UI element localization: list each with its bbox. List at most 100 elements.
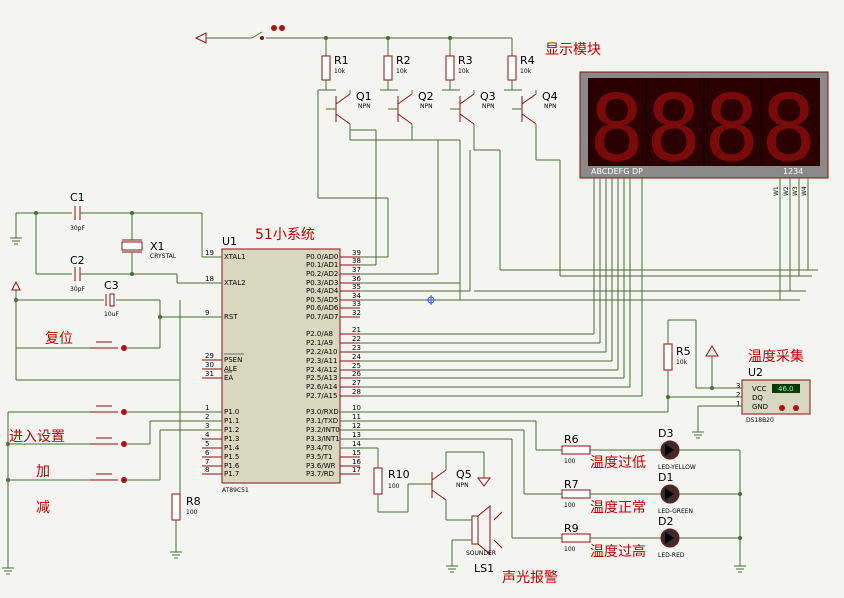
- mcu-pin-label: P2.1/A9: [306, 339, 333, 347]
- svg-text:U2: U2: [748, 366, 763, 379]
- sensor-up-icon: [793, 405, 799, 411]
- svg-text:AT89C51: AT89C51: [222, 487, 249, 494]
- svg-text:100: 100: [186, 509, 198, 516]
- mcu-pin-number: 30: [205, 361, 214, 369]
- power-switch-icon: [251, 31, 263, 39]
- mcu-pin-label: P3.4/T0: [306, 444, 332, 452]
- mcu-pin-number: 6: [205, 449, 210, 457]
- mcu-pin-number: 24: [352, 353, 361, 361]
- reset-circuit: C3 10uF R8 100: [11, 279, 222, 559]
- mcu-pin-label: P0.5/AD5: [306, 296, 338, 304]
- mcu-u1: U1 AT89C51 XTAL119XTAL218RST9PSEN29ALE30…: [202, 235, 361, 494]
- mcu-pin-label: P3.7/RD: [306, 470, 334, 478]
- svg-text:NPN: NPN: [420, 103, 433, 110]
- mcu-pin-number: 27: [352, 379, 361, 387]
- mcu-pin-number: 7: [205, 458, 209, 466]
- seven-segment-display: 8 8 8 8 ABCDEFG DP 1234 W1 W2 W3 W4: [579, 71, 829, 196]
- mcu-pin-label: RST: [224, 313, 238, 321]
- svg-text:D2: D2: [658, 515, 673, 528]
- svg-text:W4: W4: [801, 186, 808, 196]
- mcu-pin-label: P2.3/A11: [306, 357, 337, 365]
- mcu-pin-label: P3.5/T1: [306, 453, 332, 461]
- digit-2: 8: [646, 75, 701, 182]
- mcu-pin-number: 29: [205, 352, 214, 360]
- mcu-pin-label: P1.0: [224, 408, 239, 416]
- mcu-pin-label: P1.1: [224, 417, 239, 425]
- probe-marker: [426, 295, 436, 305]
- mcu-pin-label: P0.1/AD1: [306, 261, 338, 269]
- svg-text:W2: W2: [783, 186, 790, 196]
- svg-text:10k: 10k: [520, 68, 532, 75]
- mcu-pin-label: P1.7: [224, 470, 239, 478]
- mcu-pin-number: 28: [352, 388, 361, 396]
- svg-text:U1: U1: [222, 235, 237, 248]
- svg-text:R9: R9: [564, 522, 579, 535]
- mcu-pin-number: 17: [352, 466, 361, 474]
- mcu-pin-label: XTAL1: [224, 253, 246, 261]
- svg-text:R8: R8: [186, 495, 201, 508]
- mcu-pin-number: 11: [352, 413, 361, 421]
- svg-text:R1: R1: [334, 54, 349, 67]
- mcu-pin-label: PSEN: [224, 356, 242, 364]
- svg-text:100: 100: [388, 483, 400, 490]
- mcu-pin-label: P0.6/AD6: [306, 304, 339, 312]
- temp-low-label: 温度过低: [590, 455, 646, 471]
- svg-text:R4: R4: [520, 54, 535, 67]
- mcu-pin-number: 14: [352, 440, 361, 448]
- digit-4: 8: [761, 75, 816, 182]
- plus-label: 加: [36, 464, 50, 480]
- svg-text:D3: D3: [658, 427, 673, 440]
- mcu-pin-number: 9: [205, 309, 209, 317]
- mcu-pin-label: P1.3: [224, 435, 239, 443]
- svg-text:30pF: 30pF: [70, 286, 85, 293]
- svg-text:10k: 10k: [458, 68, 470, 75]
- mcu-pin-number: 12: [352, 422, 361, 430]
- svg-text:LS1: LS1: [474, 562, 494, 575]
- temp-acquire-label: 温度采集: [748, 348, 804, 365]
- power-rail: [194, 25, 512, 44]
- mcu-pin-number: 31: [205, 370, 214, 378]
- mcu-pin-number: 18: [205, 275, 214, 283]
- led-indicators: R6 100 D3 LED-YELLOW R7 100 D1 LED-GREEN…: [340, 420, 746, 573]
- mcu-pin-number: 23: [352, 344, 361, 352]
- svg-text:CRYSTAL: CRYSTAL: [150, 253, 177, 260]
- svg-text:X1: X1: [150, 240, 165, 253]
- mcu-pin-label: P0.7/AD7: [306, 313, 338, 321]
- mcu-pin-label: P2.6/A14: [306, 383, 338, 391]
- svg-text:LED-YELLOW: LED-YELLOW: [658, 464, 696, 471]
- driver-r2: R2 10k: [383, 38, 411, 90]
- digit-1: 8: [589, 75, 644, 182]
- mcu-pin-label: P0.3/AD3: [306, 279, 338, 287]
- mcu-pin-number: 37: [352, 266, 361, 274]
- mcu-left-pins: XTAL119XTAL218RST9PSEN29ALE30EA31P1.01P1…: [202, 249, 246, 478]
- mcu-pin-label: P3.2/INT0: [306, 426, 340, 434]
- minus-label: 减: [36, 500, 50, 516]
- mcu-pin-number: 4: [205, 431, 210, 439]
- mcu-pin-label: P1.5: [224, 453, 239, 461]
- svg-text:R6: R6: [564, 433, 579, 446]
- svg-text:D1: D1: [658, 471, 673, 484]
- driver-r1: R1 10k: [321, 38, 349, 90]
- mcu-pin-label: P2.5/A13: [306, 374, 337, 382]
- svg-text:R2: R2: [396, 54, 411, 67]
- svg-text:LED-RED: LED-RED: [658, 552, 685, 559]
- mcu-pin-number: 16: [352, 458, 361, 466]
- svg-text:10k: 10k: [676, 359, 688, 366]
- svg-text:DQ: DQ: [752, 394, 763, 402]
- svg-text:100: 100: [564, 546, 576, 553]
- power-terminal-icon: [194, 32, 207, 44]
- mcu-pin-number: 8: [205, 466, 209, 474]
- svg-text:NPN: NPN: [456, 482, 469, 489]
- mcu-pin-label: P3.1/TXD: [306, 417, 338, 425]
- mcu-pin-label: EA: [224, 374, 233, 382]
- segment-bus: [340, 178, 809, 397]
- temp-normal-label: 温度正常: [590, 500, 646, 516]
- mcu-pin-label: P3.6/WR: [306, 462, 336, 470]
- svg-text:C1: C1: [70, 191, 85, 204]
- digit-3: 8: [704, 75, 759, 182]
- mcu-pin-label: ALE: [224, 365, 237, 373]
- svg-text:GND: GND: [752, 403, 768, 411]
- svg-text:VCC: VCC: [752, 385, 767, 393]
- svg-text:Q5: Q5: [456, 468, 472, 481]
